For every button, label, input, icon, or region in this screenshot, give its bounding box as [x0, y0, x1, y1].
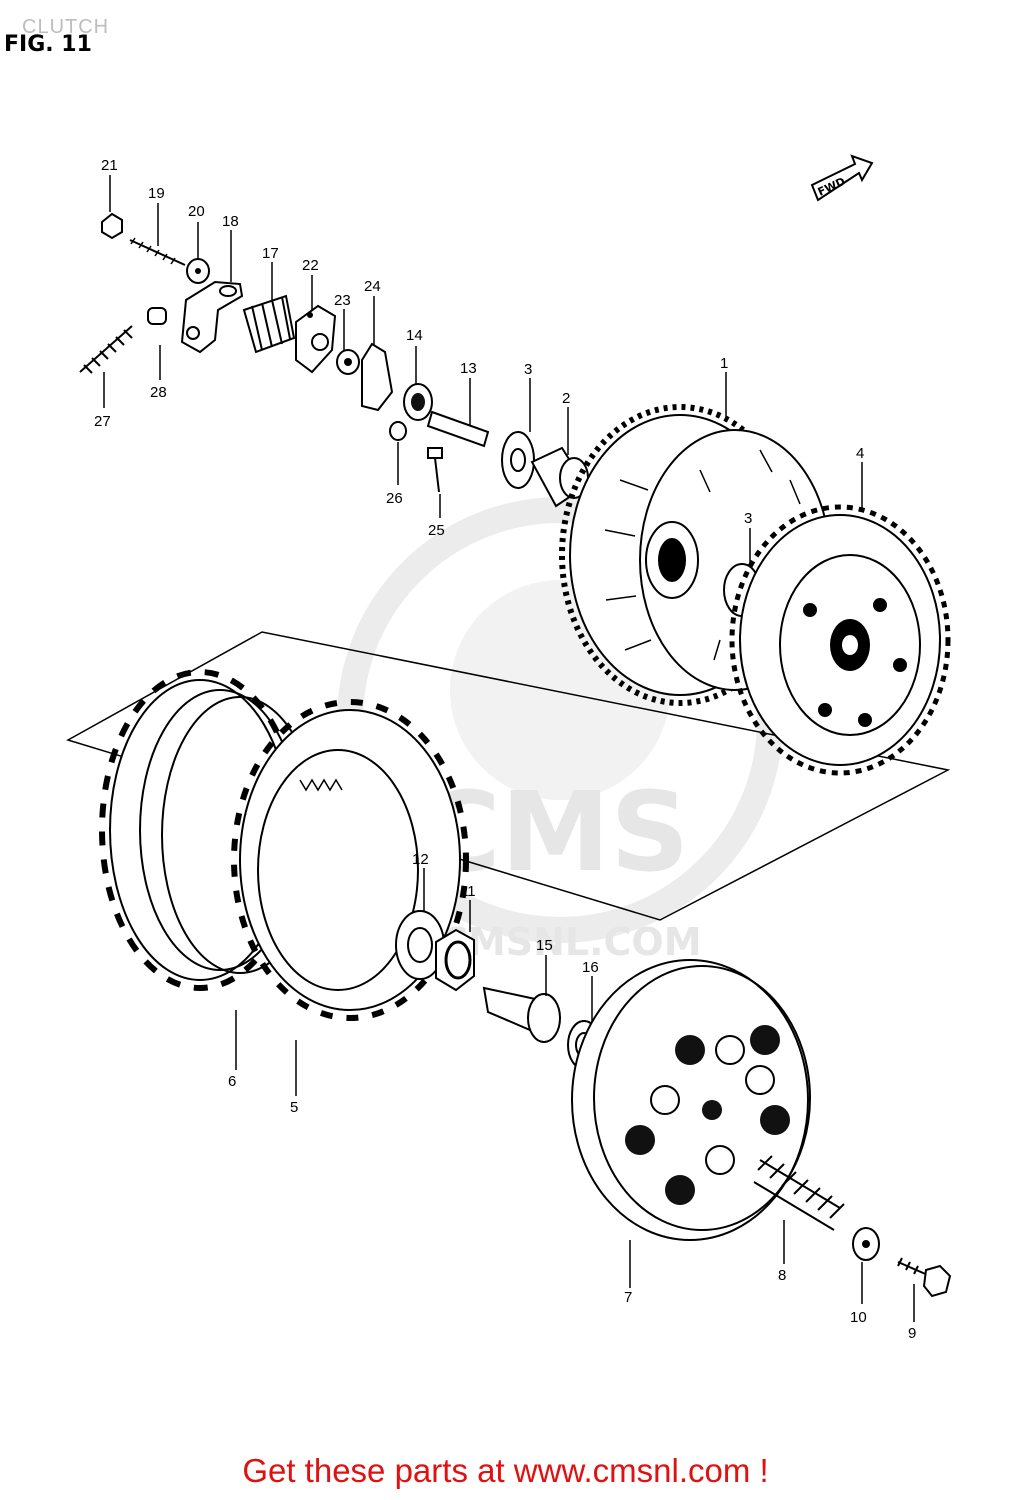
spring-27: [79, 325, 133, 374]
fwd-arrow-icon: FWD: [810, 154, 874, 202]
plate-22: [295, 304, 337, 374]
callout-20: 20: [188, 203, 205, 220]
thrust-washer-3a: [501, 431, 535, 489]
callout-11: 11: [460, 883, 476, 900]
bracket-18: [180, 280, 244, 354]
callout-18: 18: [222, 213, 239, 230]
callout-21: 21: [101, 157, 118, 174]
callout-labels: 21 19 20 18 17 22 23 24 14 13 3 2 1 3 4 …: [94, 157, 916, 1342]
callout-1: 1: [720, 355, 728, 372]
callout-27: 27: [94, 413, 111, 430]
lever-24: [361, 342, 394, 412]
callout-26: 26: [386, 490, 403, 507]
callout-8: 8: [778, 1267, 786, 1284]
figure-label: FIG. 11: [4, 32, 92, 57]
release-worm-17: [242, 294, 296, 354]
callout-16: 16: [582, 959, 599, 976]
callout-10: 10: [850, 1309, 867, 1326]
callout-17: 17: [262, 245, 279, 262]
callout-12: 12: [412, 851, 429, 868]
washer-10: [852, 1227, 880, 1261]
callout-24: 24: [364, 278, 381, 295]
adjust-screw-19: [129, 237, 186, 266]
callout-13: 13: [460, 360, 477, 377]
clutch-spring-8: [753, 1155, 845, 1231]
callout-19: 19: [148, 185, 165, 202]
plate-group-outline: [66, 631, 951, 921]
spline-washer-12: [395, 910, 445, 980]
hub-nut-11: [435, 928, 475, 992]
pressure-plate-7: [571, 959, 811, 1241]
leader-lines: [103, 175, 915, 1322]
callout-23: 23: [334, 292, 351, 309]
callout-9: 9: [908, 1325, 916, 1342]
callout-5: 5: [290, 1099, 298, 1116]
callout-25: 25: [428, 522, 445, 539]
nut-21: [101, 212, 123, 240]
clutch-hub-4: [729, 504, 951, 776]
callout-28: 28: [150, 384, 167, 401]
watermark-site: CMSNL.COM: [440, 920, 702, 964]
callout-2: 2: [562, 390, 570, 407]
washer-23: [336, 349, 360, 375]
pin-28: [147, 307, 167, 325]
callout-4: 4: [856, 445, 864, 462]
bearing-14: [403, 383, 433, 421]
washer-26: [389, 421, 407, 441]
callout-6: 6: [228, 1073, 236, 1090]
footer-link-text[interactable]: Get these parts at www.cmsnl.com !: [242, 1452, 769, 1489]
callout-3a: 3: [524, 361, 532, 378]
callout-3b: 3: [744, 510, 752, 527]
callout-14: 14: [406, 327, 423, 344]
bolt-9: [897, 1257, 952, 1298]
callout-22: 22: [302, 257, 319, 274]
watermark-brand: CMS: [420, 768, 689, 896]
washer-20: [186, 258, 210, 284]
bearing-15: [482, 986, 561, 1043]
callout-15: 15: [536, 937, 553, 954]
screw-25: [427, 447, 443, 493]
section-title: CLUTCH: [22, 16, 110, 38]
push-rod-13: [426, 410, 490, 448]
callout-7: 7: [624, 1289, 632, 1306]
